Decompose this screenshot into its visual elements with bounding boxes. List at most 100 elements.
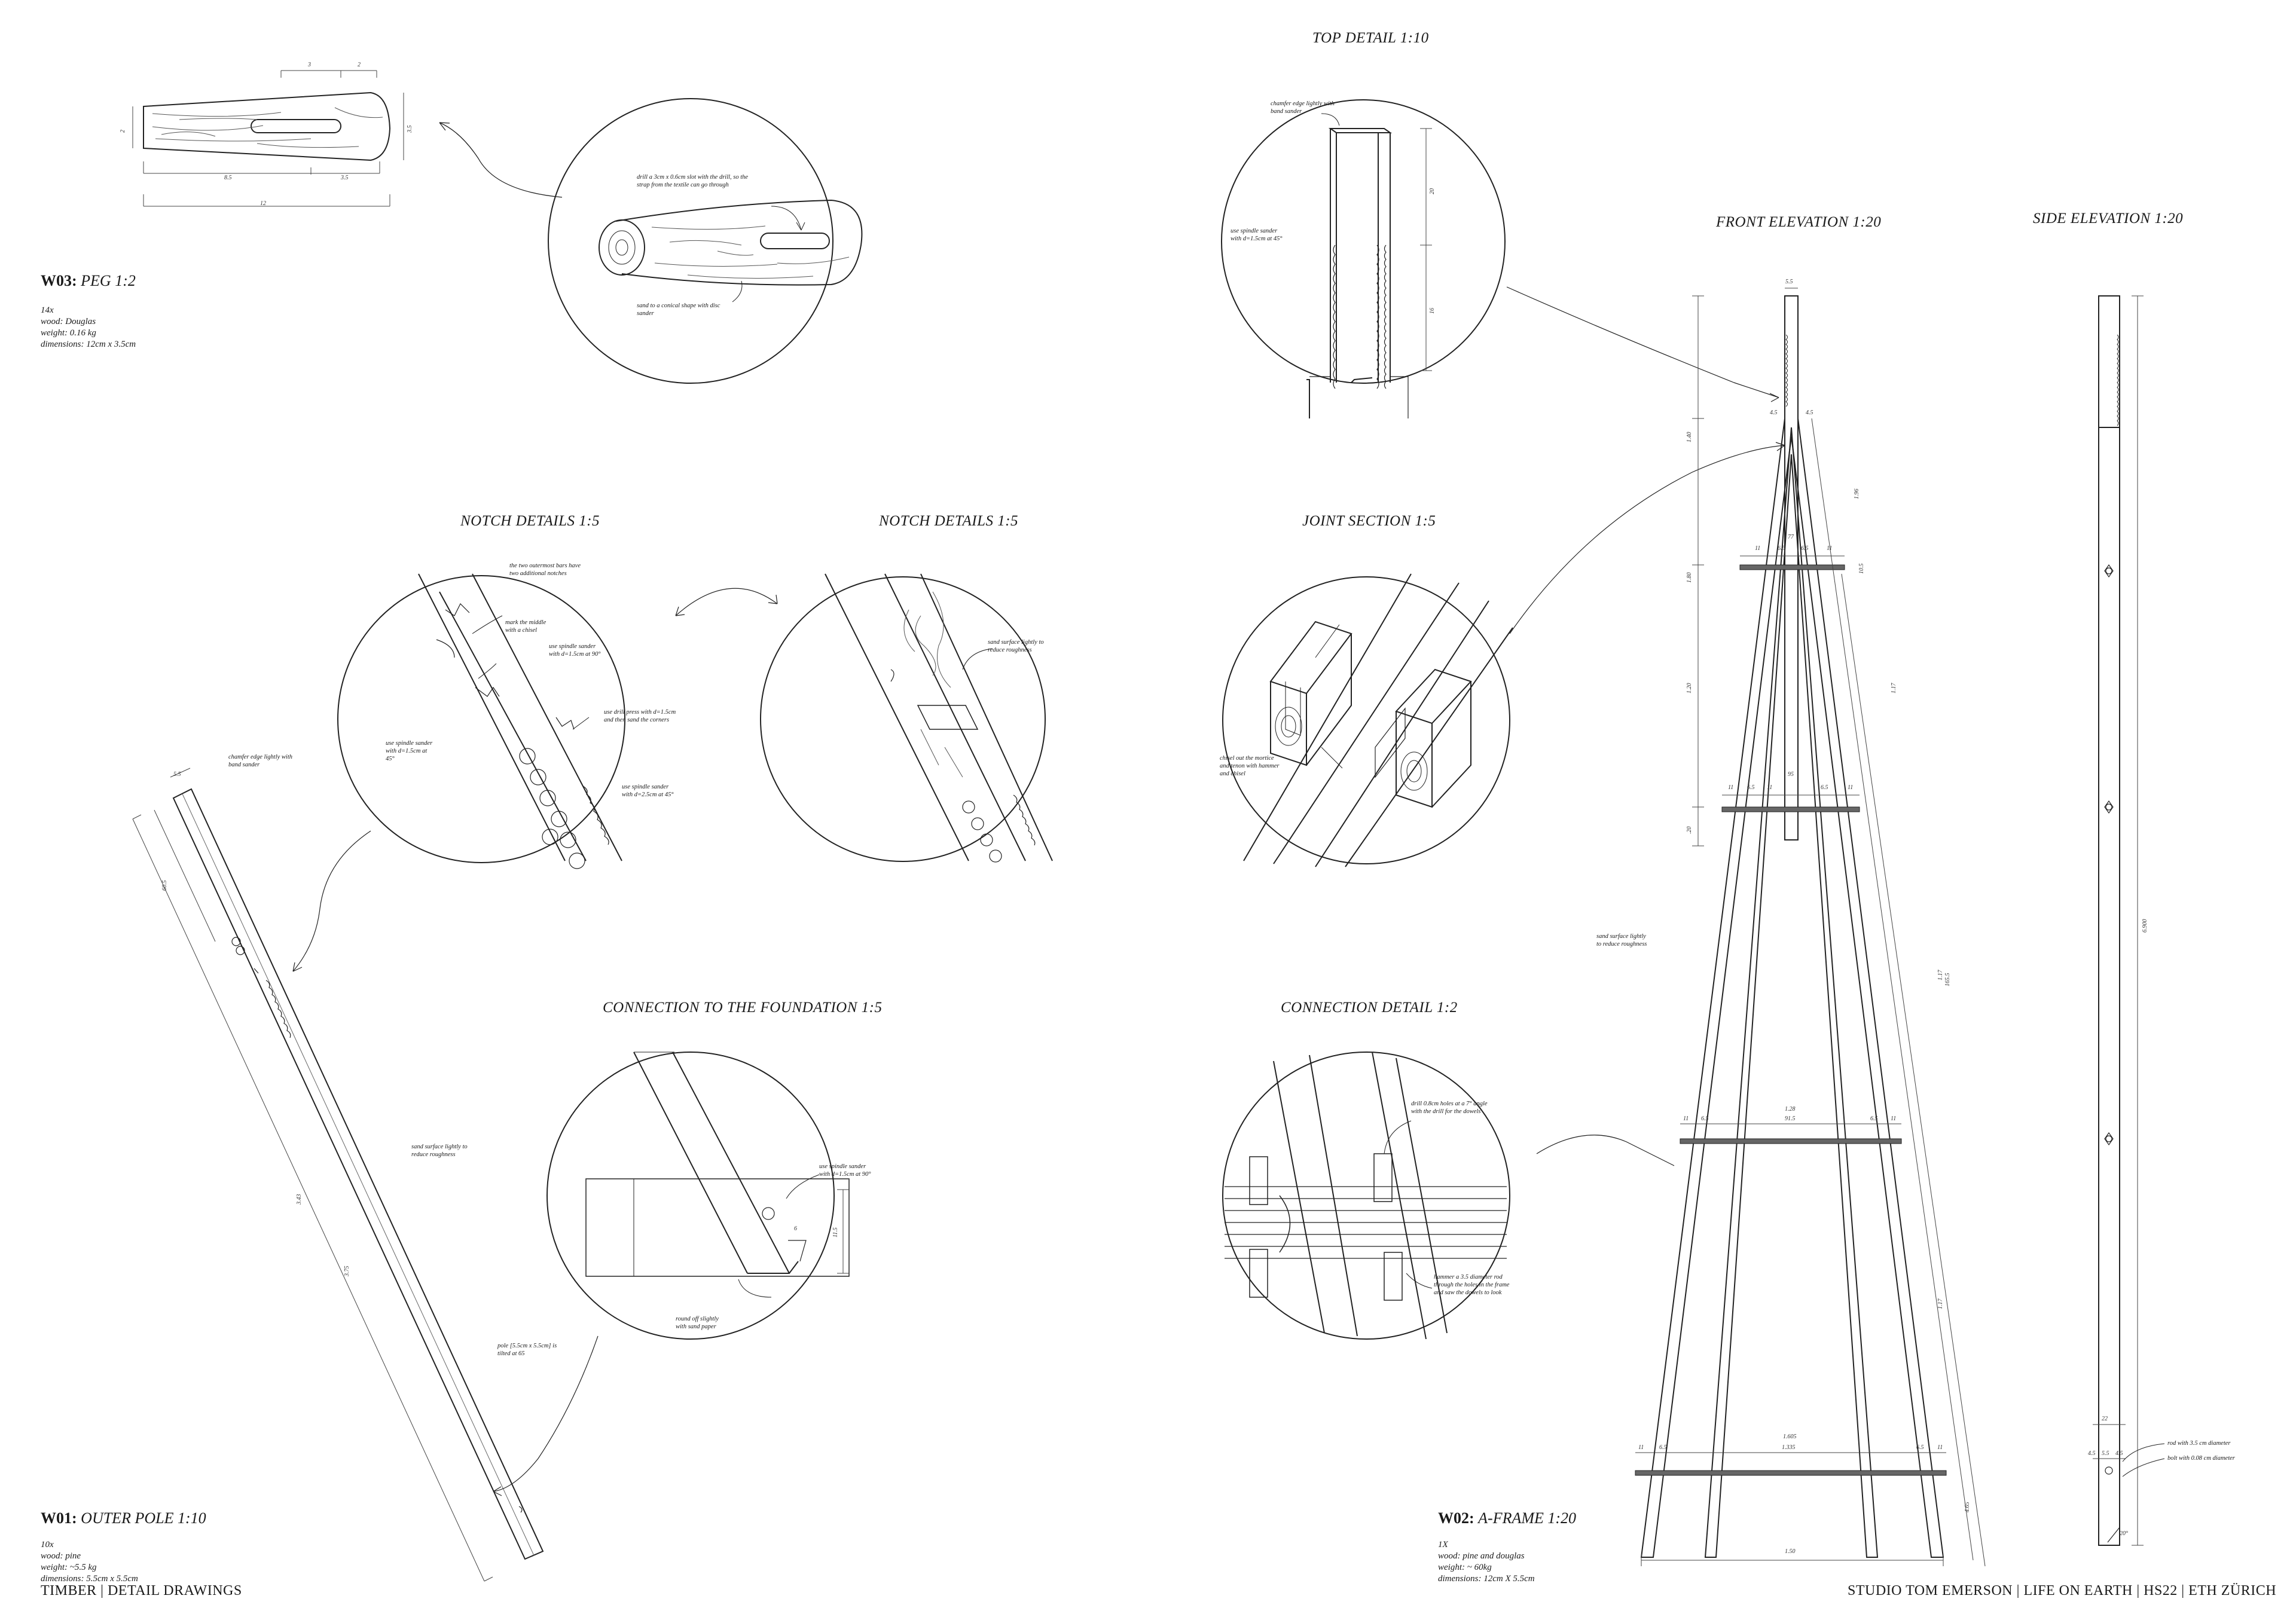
dim-peg-h2: 3.5 (407, 125, 413, 133)
dim-bar4-mid: 1.335 (1782, 1444, 1796, 1451)
note-notch-mark: mark the middle with a chisel (505, 619, 546, 634)
dim-bar4-d: 11 (1937, 1444, 1943, 1451)
note-notch-drill: use drill press with d=1.5cm and then sa… (604, 709, 676, 723)
dim-peg-h: 2 (120, 130, 126, 133)
joint-section-circle (1222, 573, 1513, 867)
note-pole-tilted: pole [5.5cm x 5.5cm] is tilted at 65 (497, 1343, 557, 1357)
dim-front-45a: 4.5 (1770, 409, 1778, 416)
dim-bar2-b: 6.5 (1747, 784, 1755, 791)
connection-foundation-title: CONNECTION TO THE FOUNDATION 1:5 (603, 1000, 883, 1016)
part-w02-line: weight: ~ 60kg (1438, 1563, 1492, 1572)
joint-section-title: JOINT SECTION 1:5 (1302, 513, 1436, 529)
note-bolt: bolt with 0.08 cm diameter (2167, 1455, 2235, 1462)
part-w02-name: A-FRAME 1:20 (1478, 1509, 1577, 1527)
dim-found-6: 6 (794, 1225, 797, 1232)
note-notch-spindle45b: use spindle sander with d=2.5cm at 45° (622, 784, 674, 798)
note-peg-drill: drill a 3cm x 0.6cm slot with the drill,… (637, 174, 749, 188)
dim-bar2-d: 6.5 (1821, 784, 1828, 791)
dim-bar4-total: 1.605 (1783, 1434, 1797, 1440)
part-w03-line: wood: Douglas (41, 317, 96, 326)
part-w03-code: W03: (41, 272, 77, 289)
part-w03-line: 14x (41, 305, 54, 315)
notch-details-b-title: NOTCH DETAILS 1:5 (879, 513, 1019, 529)
part-w01-info: 10x wood: pine weight: ~5.5 kg dimension… (41, 1539, 138, 1585)
dim-front-v4: .20 (1686, 826, 1693, 835)
dim-front-45b: 4.5 (1806, 409, 1813, 416)
dim-bar3-c: 6.5 (1870, 1115, 1878, 1122)
part-w02-code: W02: (1438, 1509, 1474, 1527)
part-w01-name: OUTER POLE 1:10 (81, 1509, 206, 1527)
dim-bar3-d: 11 (1891, 1115, 1897, 1122)
dim-top-20: 20 (1429, 188, 1436, 194)
dim-top-16: 16 (1429, 308, 1436, 314)
dim-bar2-a: 11 (1728, 784, 1734, 791)
connection-detail-circle (1222, 1052, 1510, 1340)
part-w01-line: weight: ~5.5 kg (41, 1563, 97, 1572)
footer-left: TIMBER | DETAIL DRAWINGS (41, 1583, 242, 1598)
dim-peg-total: 12 (260, 200, 266, 207)
dim-front-v1: 1.40 (1686, 432, 1693, 443)
note-top-chamfer: chamfer edge lightly with band sander (1271, 100, 1335, 115)
part-w01-code: W01: (41, 1509, 77, 1527)
note-conn-hammer: hammer a 3.5 diameter rod through the ho… (1434, 1274, 1510, 1296)
part-w02-line: dimensions: 12cm X 5.5cm (1438, 1574, 1535, 1584)
top-detail-title: TOP DETAIL 1:10 (1312, 30, 1429, 46)
note-found-spindle: use spindle sander with d=1.5cm at 90° (819, 1163, 871, 1178)
dim-bar2-e: 11 (1848, 784, 1854, 791)
dim-bar1-total: 77 (1788, 534, 1794, 540)
dim-pole-a: 60.5 (161, 880, 168, 891)
part-w01-title: W01: OUTER POLE 1:10 (41, 1509, 206, 1527)
note-notch-extra: the two outermost bars have two addition… (509, 563, 581, 577)
dim-base-width: 1.50 (1785, 1548, 1796, 1555)
dim-diag-d: 1.17 (1937, 1298, 1944, 1310)
side-elevation-drawing (2093, 295, 2165, 1546)
part-w01-line: dimensions: 5.5cm x 5.5cm (41, 1574, 138, 1584)
dim-pole-c: 3.75 (344, 1266, 350, 1277)
peg-elevation (132, 70, 404, 207)
dim-bar2-total: 95 (1788, 771, 1794, 778)
part-w02-title: W02: A-FRAME 1:20 (1438, 1509, 1576, 1527)
dim-pole-55: 5.5 (173, 771, 181, 778)
connection-detail-title: CONNECTION DETAIL 1:2 (1281, 1000, 1458, 1016)
note-notch-sand: sand surface lightly to reduce roughness (988, 639, 1044, 653)
dim-bar1-c: 6.5 (1801, 545, 1809, 552)
dim-front-v2: 1.80 (1686, 572, 1693, 583)
dim-diag-e: 165.5 (1944, 973, 1951, 987)
note-rod: rod with 3.5 cm diameter (2167, 1440, 2231, 1447)
dim-peg-a: 3 (308, 62, 311, 68)
dim-bar1-b: 6.5 (1778, 545, 1785, 552)
dim-side-b: 5.5 (2102, 1450, 2109, 1457)
dim-bar3-mid: 91.5 (1785, 1115, 1796, 1122)
part-w02-info: 1X wood: pine and douglas weight: ~ 60kg… (1438, 1539, 1535, 1585)
peg-detail-circle (548, 98, 863, 384)
dim-peg-b: 2 (358, 62, 361, 68)
dim-side-a: 4.5 (2088, 1450, 2096, 1457)
part-w02-line: wood: pine and douglas (1438, 1551, 1525, 1561)
dim-diag-f: 10.5 (1858, 563, 1865, 574)
part-w02-line: 1X (1438, 1540, 1448, 1549)
front-elevation-drawing (1635, 288, 1986, 1567)
front-elevation-title: FRONT ELEVATION 1:20 (1716, 214, 1882, 230)
top-detail-circle (1221, 99, 1506, 418)
notch-details-b-circle (760, 573, 1053, 863)
dim-bar3-a: 11 (1683, 1115, 1689, 1122)
note-joint-chisel: chisel out the mortice and tenon with ha… (1220, 755, 1280, 777)
note-pole-sand: sand surface lightly to reduce roughness (411, 1144, 468, 1158)
dim-side-d: 22 (2102, 1416, 2108, 1422)
part-w03-line: weight: 0.16 kg (41, 328, 96, 338)
note-pole-chamfer: chamfer edge lightly with band sander (228, 754, 293, 768)
part-w01-line: 10x (41, 1540, 54, 1549)
note-frame-sand: sand surface lightly to reduce roughness (1596, 933, 1647, 947)
part-w03-name: PEG 1:2 (81, 272, 136, 289)
notch-details-a-circle (337, 573, 625, 869)
dim-front-v3: 1.20 (1686, 683, 1693, 694)
dim-diag-b: 1.17 (1891, 683, 1897, 694)
footer-right: STUDIO TOM EMERSON | LIFE ON EARTH | HS2… (1848, 1583, 2277, 1598)
part-w03-info: 14x wood: Douglas weight: 0.16 kg dimens… (41, 305, 136, 350)
dim-diag-a: 1.96 (1854, 488, 1860, 500)
dim-peg-l2: 3.5 (341, 175, 349, 181)
dim-peg-l1: 8.5 (224, 175, 232, 181)
dim-found-115: 11.5 (832, 1227, 839, 1237)
dim-bar3-total: 1.28 (1785, 1106, 1796, 1112)
